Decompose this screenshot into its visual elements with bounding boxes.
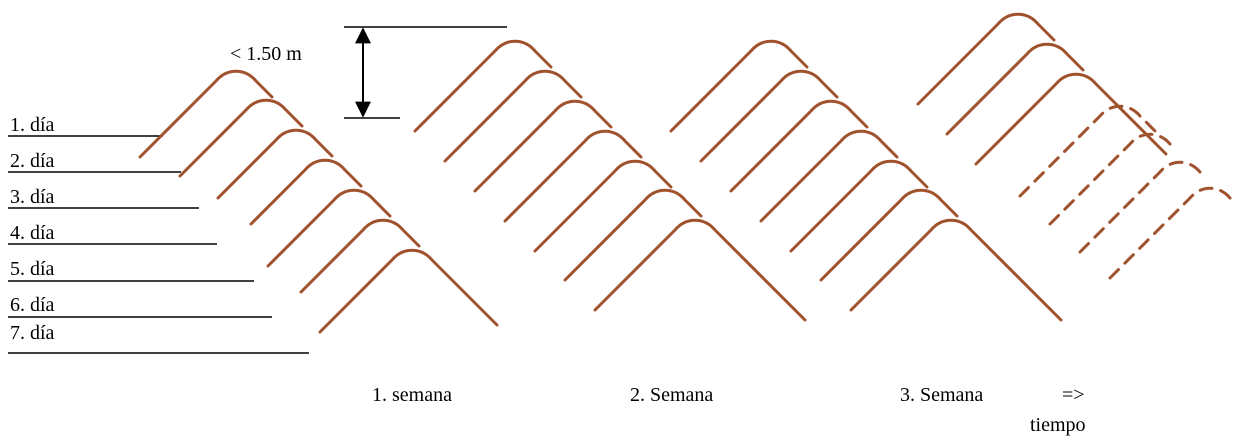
height-indicator: < 1.50 m	[230, 26, 507, 119]
day-label-5: 5. día	[10, 258, 55, 280]
week-labels: 1. semana 2. Semana 3. Semana => tiempo	[372, 384, 1086, 436]
pile-week3-5	[789, 159, 929, 253]
day-label-6: 6. día	[10, 294, 55, 316]
pile-week2-5	[533, 159, 673, 253]
pile-week1-day6	[299, 218, 421, 294]
pile-week3-2	[699, 69, 839, 163]
pile-week2-6	[563, 188, 703, 282]
pile-week1-day5	[266, 188, 392, 268]
pile-week1-day1	[138, 69, 274, 159]
pile-week4-3	[974, 72, 1168, 166]
pile-week2-4	[503, 129, 643, 223]
pile-week1-day3	[216, 128, 334, 200]
pile-curves	[138, 12, 1236, 334]
day-label-1: 1. día	[10, 114, 55, 136]
day-labels: 1. día 2. día 3. día 4. día 5. día 6. dí…	[10, 114, 55, 344]
pile-future-2	[1048, 132, 1178, 226]
pile-week4-1	[916, 12, 1056, 106]
pile-week2-2	[443, 69, 583, 163]
pile-week1-day2	[178, 98, 304, 178]
pile-future-1	[1018, 104, 1158, 198]
pile-week2-1	[413, 39, 553, 133]
day-label-2: 2. día	[10, 150, 55, 172]
pile-week2-7	[593, 218, 807, 322]
time-arrow-symbol: =>	[1062, 384, 1085, 406]
pile-week2-3	[473, 99, 613, 193]
day-label-4: 4. día	[10, 222, 55, 244]
pile-week1-day4	[249, 158, 363, 226]
pile-week3-1	[669, 39, 809, 133]
day-label-3: 3. día	[10, 186, 55, 208]
week-label-1: 1. semana	[372, 384, 452, 406]
pile-week3-3	[729, 99, 869, 193]
time-label: tiempo	[1030, 414, 1086, 436]
pile-week3-6	[819, 188, 959, 282]
day-label-7: 7. día	[10, 322, 55, 344]
pile-future-4	[1108, 186, 1236, 280]
height-label: < 1.50 m	[230, 43, 302, 65]
day-rules	[8, 135, 309, 354]
pile-week3-4	[759, 129, 899, 223]
pile-week4-2	[945, 42, 1085, 136]
pile-week1-day7	[318, 248, 499, 334]
week-label-3: 3. Semana	[900, 384, 983, 406]
pile-future-3	[1078, 160, 1208, 254]
pile-week3-7	[849, 218, 1063, 322]
week-label-2: 2. Semana	[630, 384, 713, 406]
